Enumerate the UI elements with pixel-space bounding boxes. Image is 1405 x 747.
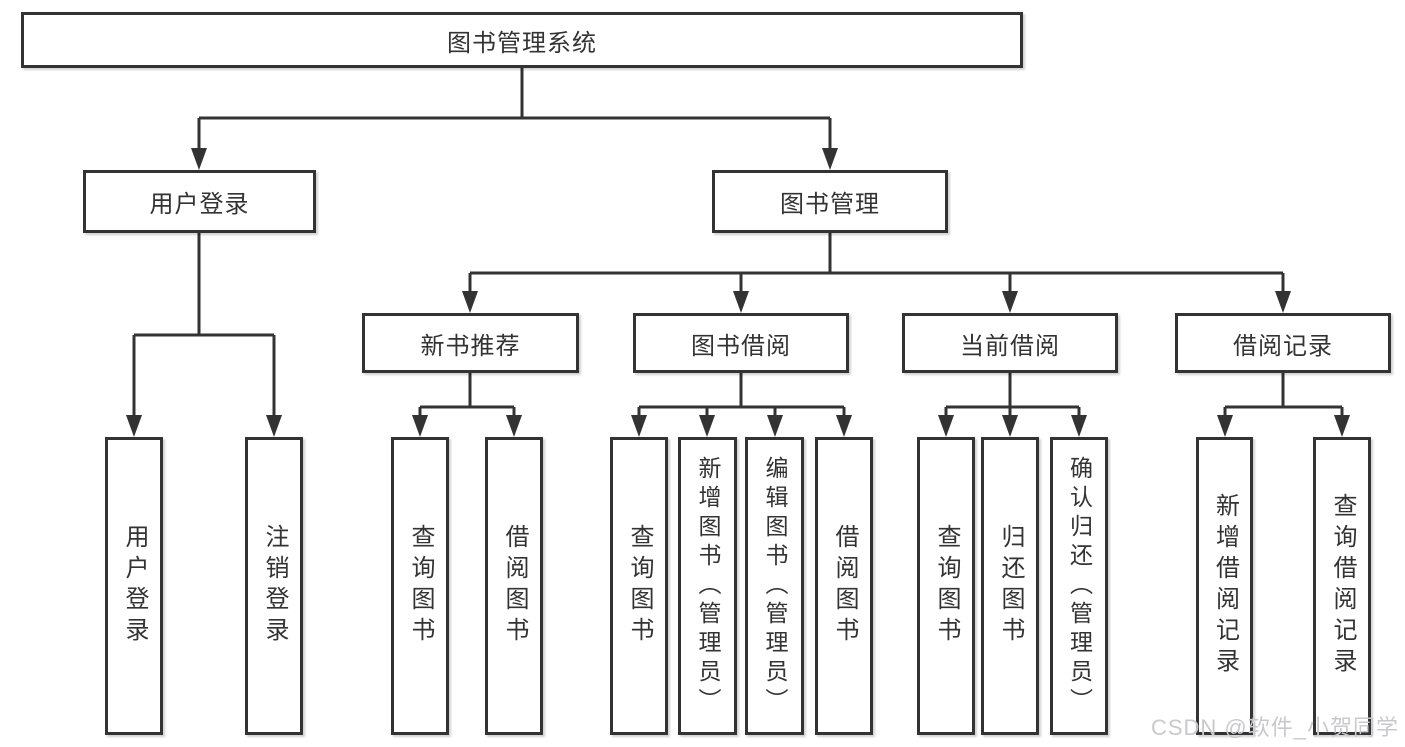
leaf-return-books-label: 归还图书 [997,524,1024,648]
node-new-book-recommend-label: 新书推荐 [420,332,521,360]
leaf-add-books-admin-label: 新增图书（管理员） [695,455,721,717]
node-book-borrow-label: 图书借阅 [691,332,791,360]
leaf-logout-label: 注销登录 [261,524,288,648]
node-borrow-records-label: 借阅记录 [1233,332,1333,360]
leaf-edit-books-admin-label: 编辑图书（管理员） [762,455,788,717]
leaf-query-books-borrow: 查询图书 [610,437,668,735]
leaf-borrow-books-recommend: 借阅图书 [485,437,543,735]
leaf-add-borrow-record-label: 新增借阅记录 [1211,493,1239,679]
leaf-query-books-current: 查询图书 [917,437,975,735]
node-root: 图书管理系统 [21,12,1023,68]
leaf-logout: 注销登录 [245,437,303,735]
leaf-query-books-current-label: 查询图书 [933,524,960,648]
node-book-borrow: 图书借阅 [633,313,849,373]
leaf-confirm-return-admin-label: 确认归还（管理员） [1066,455,1093,717]
node-new-book-recommend: 新书推荐 [362,313,579,373]
leaf-borrow-books-recommend-label: 借阅图书 [501,524,528,648]
leaf-query-borrow-record-label: 查询借阅记录 [1329,493,1356,679]
node-user-login-branch: 用户登录 [83,170,316,233]
node-borrow-records: 借阅记录 [1175,313,1391,373]
node-user-login-branch-label: 用户登录 [149,191,250,218]
node-book-management-label: 图书管理 [780,191,880,218]
node-root-label: 图书管理系统 [447,29,597,57]
leaf-user-login: 用户登录 [105,437,163,735]
leaf-edit-books-admin: 编辑图书（管理员） [745,437,804,735]
leaf-add-borrow-record: 新增借阅记录 [1196,437,1253,735]
leaf-return-books: 归还图书 [981,437,1039,735]
csdn-watermark: CSDN @软件_小贺同学 [1150,715,1399,740]
node-book-management: 图书管理 [712,170,948,233]
leaf-borrow-books: 借阅图书 [815,437,873,735]
leaf-query-books-recommend: 查询图书 [391,437,449,735]
node-current-borrow: 当前借阅 [902,313,1118,373]
leaf-borrow-books-label: 借阅图书 [831,524,858,648]
leaf-user-login-label: 用户登录 [121,524,148,648]
leaf-query-books-borrow-label: 查询图书 [626,524,653,648]
node-current-borrow-label: 当前借阅 [960,332,1060,360]
arrowheads [126,148,1350,437]
leaf-query-borrow-record: 查询借阅记录 [1313,437,1371,735]
leaf-add-books-admin: 新增图书（管理员） [678,437,737,735]
leaf-query-books-recommend-label: 查询图书 [407,524,434,648]
leaf-confirm-return-admin: 确认归还（管理员） [1050,437,1108,735]
